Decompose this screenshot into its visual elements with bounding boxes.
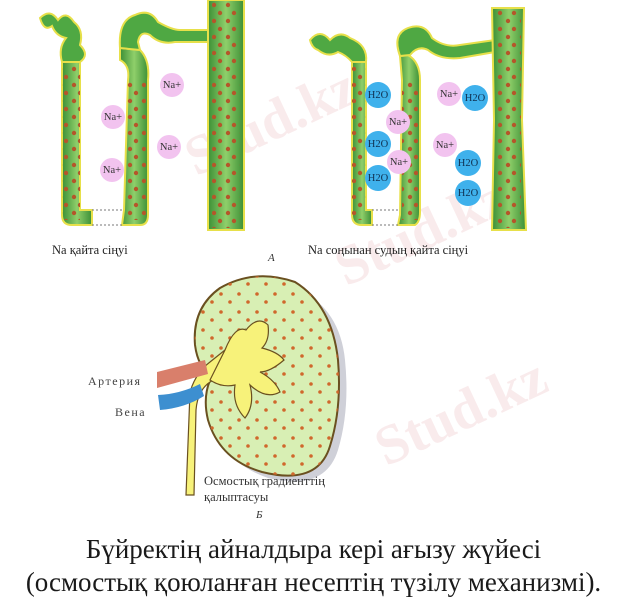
nephron-left	[38, 0, 245, 231]
left-diagram-caption: Na қайта сіңуі	[52, 243, 128, 257]
gradient-label: Осмостық градиенттің	[204, 474, 325, 488]
water-molecule: H2O	[455, 150, 481, 176]
water-molecule: H2O	[455, 180, 481, 206]
water-molecule: H2O	[365, 165, 391, 191]
water-molecule: H2O	[365, 82, 391, 108]
artery-label: Артерия	[88, 374, 142, 388]
nephron-right	[308, 7, 528, 231]
panel-b-letter: Б	[256, 509, 263, 521]
sodium-ion: Na+	[160, 73, 184, 97]
kidney	[157, 275, 347, 496]
sodium-ion: Na+	[437, 82, 461, 106]
vein-label: Вена	[115, 405, 147, 419]
panel-a-letter: А	[268, 252, 275, 264]
water-molecule: H2O	[462, 85, 488, 111]
sodium-ion: Na+	[387, 150, 411, 174]
figure-caption-line2: (осмостық қоюланған несептің түзілу меха…	[25, 567, 602, 597]
sodium-ion: Na+	[100, 158, 124, 182]
sodium-ion: Na+	[433, 133, 457, 157]
sodium-ion: Na+	[157, 135, 181, 159]
water-molecule: H2O	[365, 131, 391, 157]
sodium-ion: Na+	[386, 110, 410, 134]
sodium-ion: Na+	[101, 105, 125, 129]
figure-caption-line1: Бүйректің айналдыра кері ағызу жүйесі	[85, 534, 542, 564]
right-diagram-caption: Na соңынан судың қайта сіңуі	[308, 243, 469, 257]
gradient-label-2: қалыптасуы	[204, 490, 269, 504]
